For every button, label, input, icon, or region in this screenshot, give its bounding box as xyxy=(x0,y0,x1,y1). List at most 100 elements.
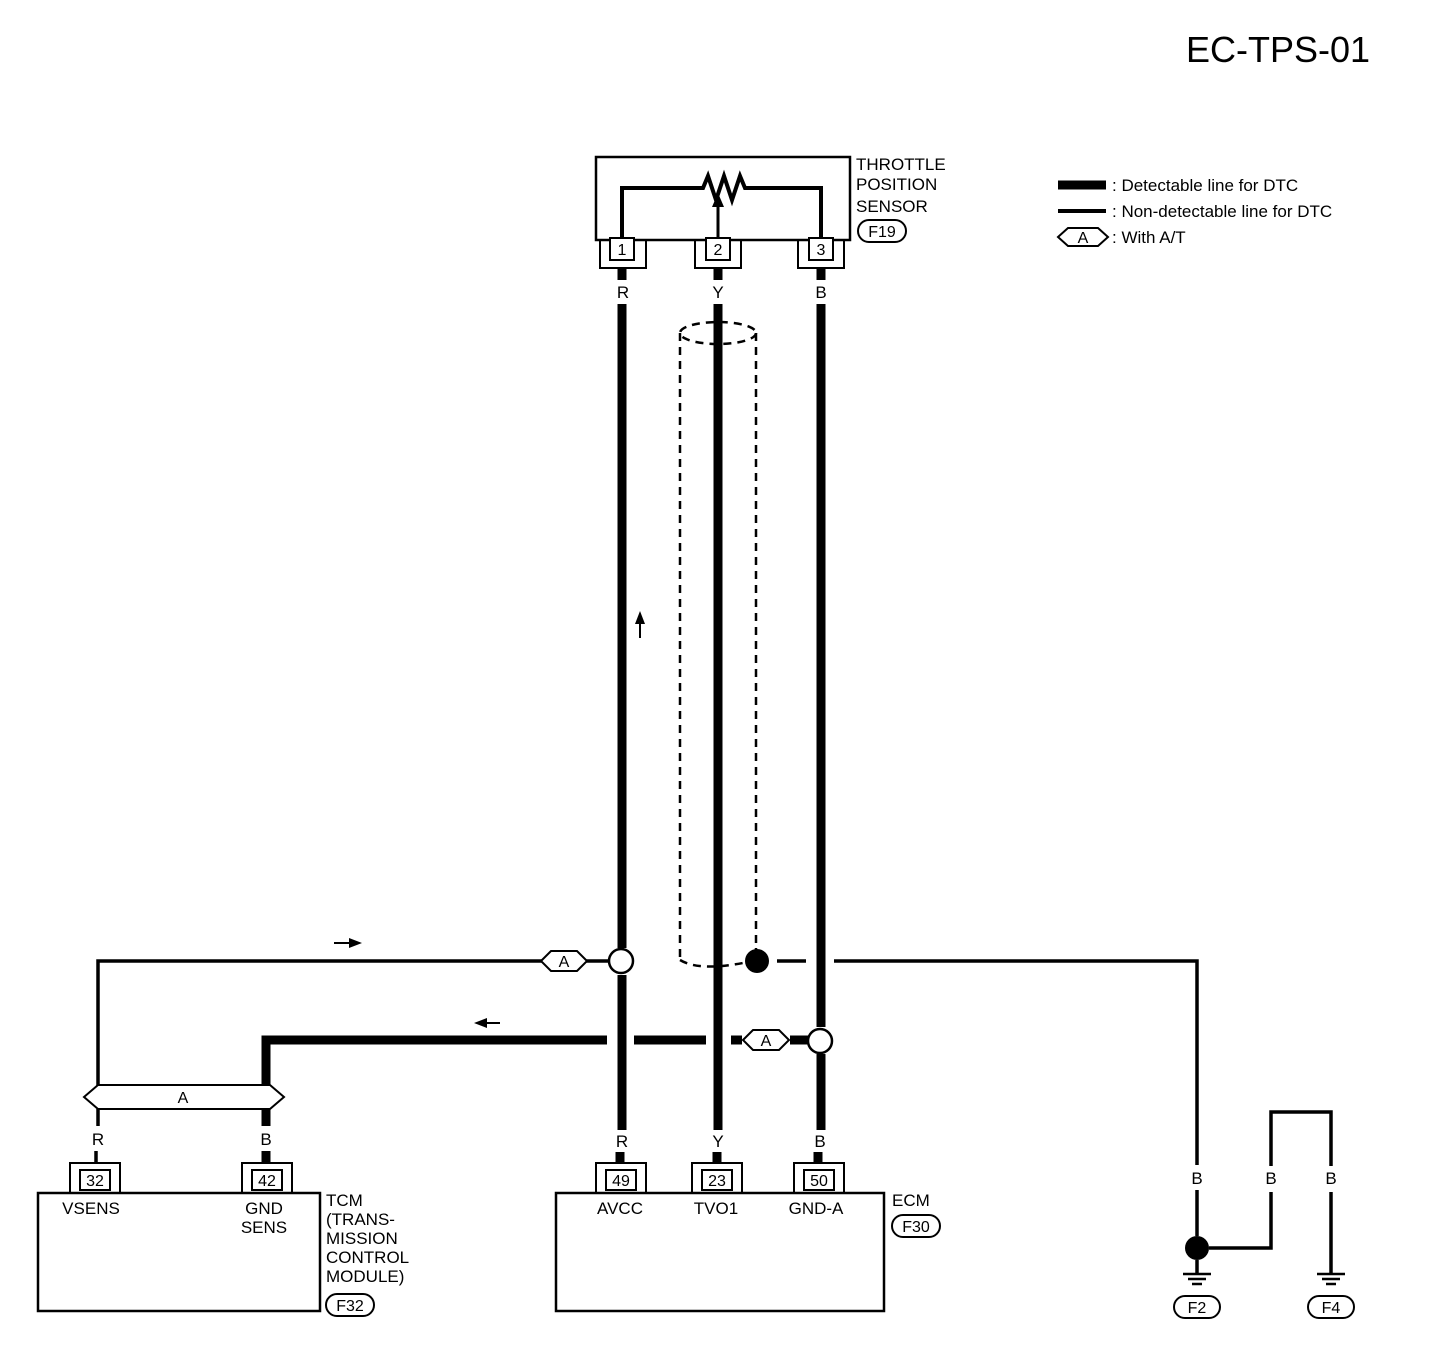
ecm-wire-color-r: R xyxy=(616,1132,628,1151)
ground-wire-color-3: B xyxy=(1325,1169,1336,1188)
tcm-ground-branch: A xyxy=(261,1027,834,1087)
splice-r xyxy=(607,947,635,975)
ground-f4-icon xyxy=(1317,1272,1345,1286)
tps-pin-3: 3 xyxy=(817,242,826,259)
tcm-name-line-2: (TRANS- xyxy=(326,1210,395,1229)
tps-connector-badge xyxy=(857,219,907,243)
tps-pin-2: 2 xyxy=(714,242,723,259)
ecm-terminal-avcc: AVCC xyxy=(597,1199,643,1218)
tps-connector-label: F19 xyxy=(868,224,896,241)
legend-option-marker xyxy=(1056,227,1110,247)
wire-tcm-gnd xyxy=(261,1035,607,1087)
ecm-connector-badge xyxy=(891,1214,941,1238)
ecm-pin-23-bracket xyxy=(691,1162,743,1193)
shield-wire xyxy=(678,320,758,968)
tcm-option-label: A xyxy=(178,1090,189,1107)
option-marker-lower xyxy=(741,1029,791,1051)
arrow-left-icon xyxy=(474,1018,487,1028)
tcm-signal-branch: A xyxy=(96,947,635,1087)
ecm-pin-23-box xyxy=(701,1169,733,1191)
ecm-terminal-gnd-a: GND-A xyxy=(789,1199,844,1218)
ecm-pin-50: 50 xyxy=(810,1173,828,1190)
throttle-position-sensor: THROTTLE POSITION SENSOR F19 xyxy=(594,155,946,243)
tcm-body xyxy=(36,1191,322,1313)
wire-shield-to-ground-b xyxy=(834,959,1199,1165)
diagram-id: EC-TPS-01 xyxy=(1186,29,1370,70)
tcm-terminal-gnd-line-2: SENS xyxy=(241,1218,287,1237)
ground-f4-badge xyxy=(1307,1295,1355,1319)
tcm-wire-color-r: R xyxy=(92,1130,104,1149)
tcm-option-connector: A R B xyxy=(82,1084,286,1163)
arrow-right-icon xyxy=(349,938,362,948)
ecm-name: ECM xyxy=(892,1191,930,1210)
tcm-pin-32-bracket xyxy=(69,1162,121,1193)
tps-name-line-3: SENSOR xyxy=(856,197,928,216)
tps-pin-1-box xyxy=(609,237,635,261)
ecm-pin-49: 49 xyxy=(612,1173,630,1190)
ecm-body xyxy=(554,1191,886,1313)
splice-b xyxy=(806,1027,834,1055)
ground-link-wire-top xyxy=(1269,1110,1333,1166)
option-marker-upper-label: A xyxy=(559,954,570,971)
ecm-terminal-tvo1: TVO1 xyxy=(694,1199,738,1218)
ecm-wire-color-b: B xyxy=(814,1132,825,1151)
tcm-pin-42-box xyxy=(251,1169,283,1191)
tcm-pin-32: 32 xyxy=(86,1173,104,1190)
tps-pins: 1 2 3 R Y B xyxy=(599,237,845,302)
splice-shield xyxy=(745,949,769,973)
tcm-terminal-vsens: VSENS xyxy=(62,1199,120,1218)
ecm-pin-49-box xyxy=(605,1169,637,1191)
ecm-module: 49 23 50 AVCC TVO1 GND-A ECM F30 xyxy=(554,1162,941,1313)
option-marker-lower-label: A xyxy=(761,1033,772,1050)
tps-wire-color-3: B xyxy=(815,283,826,302)
main-wires xyxy=(617,304,826,1130)
ground-wire-color-1: B xyxy=(1191,1169,1202,1188)
tps-wiper-arrow-icon xyxy=(712,193,724,207)
tps-pin-3-box xyxy=(808,237,834,261)
ecm-pin-50-bracket xyxy=(793,1162,845,1193)
tcm-name-line-3: MISSION xyxy=(326,1229,398,1248)
tcm-connector-label: F32 xyxy=(336,1298,364,1315)
arrow-up-icon xyxy=(635,611,645,624)
shield-ground-branch xyxy=(745,948,1199,1165)
tps-pin-2-box xyxy=(705,237,731,261)
signal-arrows xyxy=(334,611,645,1028)
ground-f2-label: F2 xyxy=(1188,1300,1207,1317)
shield-bottom xyxy=(679,958,749,968)
tcm-connector-badge xyxy=(325,1293,375,1317)
legend: : Detectable line for DTC : Non-detectab… xyxy=(1056,176,1332,247)
ecm-pin-50-box xyxy=(803,1169,835,1191)
legend-option-text: : With A/T xyxy=(1112,228,1186,247)
tps-body xyxy=(594,155,852,242)
ground-link-wire xyxy=(1209,1192,1273,1250)
tcm-name-line-4: CONTROL xyxy=(326,1248,409,1267)
ecm-wire-color-y: Y xyxy=(712,1132,723,1151)
tcm-name-line-1: TCM xyxy=(326,1191,363,1210)
tps-name-line-2: POSITION xyxy=(856,175,937,194)
tps-wire-color-1: R xyxy=(617,283,629,302)
tcm-module: 32 42 VSENS GND SENS TCM (TRANS- MISSION… xyxy=(36,1162,409,1317)
ground-f4-label: F4 xyxy=(1322,1300,1341,1317)
tcm-terminal-gnd-line-1: GND xyxy=(245,1199,283,1218)
ground-splice xyxy=(1185,1236,1209,1260)
tcm-pin-32-box xyxy=(79,1169,111,1191)
tcm-pin-42: 42 xyxy=(258,1173,276,1190)
ground-wire-color-2: B xyxy=(1265,1169,1276,1188)
ecm-wires: R Y B xyxy=(615,1132,826,1163)
ecm-pin-23: 23 xyxy=(708,1173,726,1190)
ground-f2-badge xyxy=(1173,1295,1221,1319)
ecm-connector-label: F30 xyxy=(902,1219,930,1236)
legend-detectable-text: : Detectable line for DTC xyxy=(1112,176,1298,195)
wire-tcm-vsens xyxy=(96,959,545,1087)
tps-pin-1: 1 xyxy=(618,242,627,259)
tps-name-line-1: THROTTLE xyxy=(856,155,946,174)
tps-resistor-circuit xyxy=(620,169,823,238)
ground-f2-icon xyxy=(1183,1272,1211,1286)
tcm-pin-42-bracket xyxy=(241,1162,293,1193)
tcm-wire-color-b: B xyxy=(260,1130,271,1149)
option-marker-upper xyxy=(539,950,589,972)
legend-option-symbol: A xyxy=(1078,230,1089,247)
tcm-name-line-5: MODULE) xyxy=(326,1267,404,1286)
ground-section: B B B F2 F4 xyxy=(1173,1110,1355,1319)
